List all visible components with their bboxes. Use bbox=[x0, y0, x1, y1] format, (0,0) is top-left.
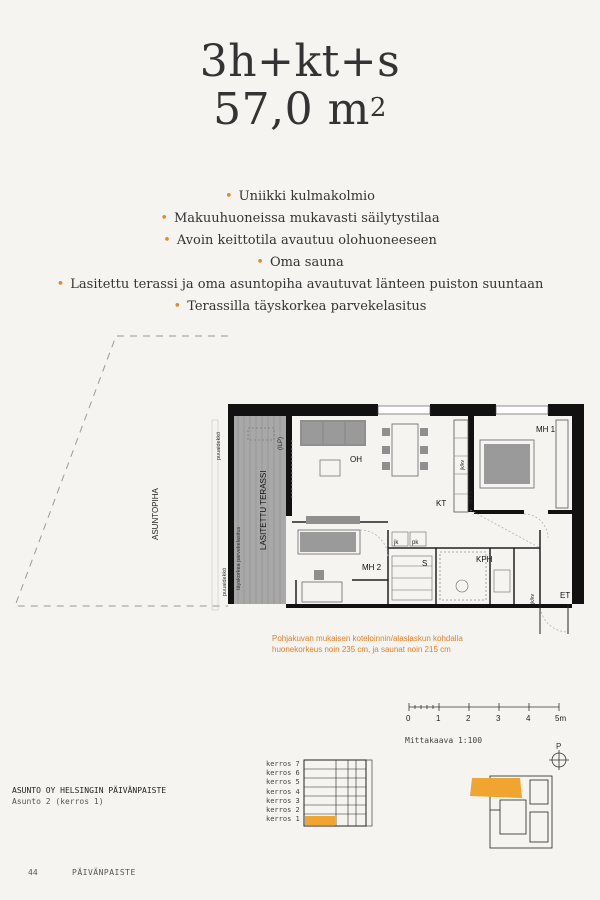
room-label-kph: KPH bbox=[476, 555, 493, 564]
feature-text: Oma sauna bbox=[269, 255, 344, 270]
scale-label: Mittakaava 1:100 bbox=[405, 736, 483, 745]
label-jk-kv: jk/kv bbox=[530, 594, 536, 606]
footer-title: PÄIVÄNPAISTE bbox=[72, 868, 136, 877]
scale-tick-1: 1 bbox=[436, 714, 441, 723]
terrace-label: LASITETTU TERASSI bbox=[259, 471, 268, 550]
current-floor-highlight bbox=[305, 816, 335, 825]
label-cab2: atm/jk bbox=[468, 490, 474, 504]
scale-tick-3: 3 bbox=[496, 714, 501, 723]
room-label-et: ET bbox=[560, 591, 570, 600]
site-map bbox=[489, 775, 553, 849]
feature-item: •Makuuhuoneissa mukavasti säilytystilaa bbox=[160, 211, 440, 226]
apartment-title: 3h+kt+s 57,0 m2 bbox=[0, 38, 600, 134]
floor-item: kerros 6 bbox=[266, 769, 300, 778]
company-name: ASUNTO OY HELSINGIN PÄIVÄNPAISTE bbox=[12, 786, 167, 795]
room-label-s: S bbox=[422, 559, 427, 568]
glazing-label: täyskorkea parvekelasitus bbox=[236, 526, 242, 590]
feature-item: •Terassilla täyskorkea parvekelasitus bbox=[173, 299, 427, 314]
scale-bar bbox=[408, 703, 560, 711]
floor-item: kerros 1 bbox=[266, 815, 300, 824]
scale-tick-2: 2 bbox=[466, 714, 471, 723]
floor-item: kerros 3 bbox=[266, 796, 300, 805]
feature-text: Terassilla täyskorkea parvekelasitus bbox=[187, 299, 427, 314]
floor-item: kerros 5 bbox=[266, 778, 300, 787]
area-heading: 57,0 m2 bbox=[0, 86, 600, 134]
scale-tick-4: 4 bbox=[526, 714, 531, 723]
floor-list: kerros 7 kerros 6 kerros 5 kerros 4 kerr… bbox=[266, 760, 300, 824]
room-label-mh2: MH 2 bbox=[362, 563, 382, 572]
feature-text: Uniikki kulmakolmio bbox=[238, 189, 376, 204]
floor-item: kerros 2 bbox=[266, 806, 300, 815]
area-number: 57,0 m bbox=[213, 84, 370, 135]
site-highlight bbox=[470, 778, 522, 798]
yard-outline bbox=[14, 335, 228, 607]
tv-unit bbox=[306, 516, 360, 524]
north-arrow-icon bbox=[549, 750, 569, 770]
room-label-oh: OH bbox=[350, 455, 362, 464]
label-pk: pk bbox=[412, 540, 419, 546]
terrace-deck bbox=[232, 416, 286, 604]
feature-text: Avoin keittotila avautuu olohuoneeseen bbox=[176, 233, 437, 248]
dining-table bbox=[391, 423, 419, 477]
feature-item: •Uniikki kulmakolmio bbox=[224, 189, 376, 204]
height-note: Pohjakuvan mukaisen koteloinnin/alaslask… bbox=[272, 634, 463, 654]
room-label-kt: KT bbox=[436, 499, 446, 508]
apartment-info: Asunto 2 (kerros 1) bbox=[12, 797, 104, 806]
room-label-mh1: MH 1 bbox=[536, 425, 556, 434]
feature-item: •Oma sauna bbox=[256, 255, 344, 270]
building-elevation bbox=[303, 759, 373, 827]
label-jk: jk bbox=[393, 540, 399, 546]
kitchen-counter bbox=[453, 419, 469, 513]
feature-item: •Avoin keittotila avautuu olohuoneeseen bbox=[163, 233, 437, 248]
room-type-heading: 3h+kt+s bbox=[199, 36, 401, 87]
scale-tick-5: 5m bbox=[555, 714, 567, 723]
feature-item: •Lasitettu terassi ja oma asuntopiha ava… bbox=[56, 277, 544, 292]
feature-text: Makuuhuoneissa mukavasti säilytystilaa bbox=[173, 211, 440, 226]
floor-item: kerros 4 bbox=[266, 787, 300, 796]
ilp-label: (ILP) bbox=[278, 437, 284, 450]
scale-tick-0: 0 bbox=[406, 714, 411, 723]
label-cab1: jk/kv bbox=[460, 460, 466, 472]
page-number: 44 bbox=[28, 868, 38, 877]
coffee-table bbox=[319, 459, 341, 477]
desk bbox=[301, 581, 343, 603]
feature-text: Lasitettu terassi ja oma asuntopiha avau… bbox=[70, 277, 544, 292]
fence-label-top: puuaidekkö bbox=[216, 432, 222, 460]
area-sup: 2 bbox=[369, 93, 387, 123]
fence-label-bottom: puuaidekkö bbox=[222, 568, 228, 596]
floor-item: kerros 7 bbox=[266, 760, 300, 768]
yard-label: ASUNTOPIHA bbox=[151, 487, 160, 540]
feature-list: •Uniikki kulmakolmio •Makuuhuoneissa muk… bbox=[0, 186, 600, 318]
north-label: P bbox=[556, 742, 562, 751]
single-bed bbox=[297, 529, 361, 555]
double-bed bbox=[479, 439, 535, 489]
